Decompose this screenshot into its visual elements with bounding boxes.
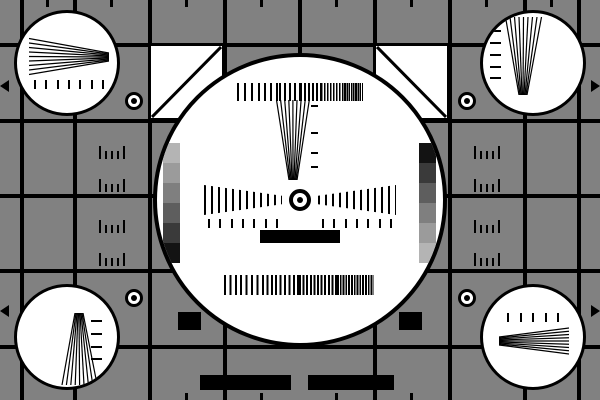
scale-tick [91,320,102,322]
scale-tick [490,77,501,79]
scale-tick [490,30,501,32]
edge-mark [335,393,338,400]
edge-mark [335,0,338,7]
resolution-wedge-vertical [61,313,98,385]
grid-line-vertical [448,0,452,400]
panel-ticks [99,220,125,233]
panel-ticks [99,253,125,266]
scale-tick [91,333,102,335]
wedge-frequency-label [311,166,321,168]
grid-line-vertical [20,0,24,400]
corner-circle-top-left [14,10,120,116]
edge-mark [185,0,188,7]
edge-mark [185,393,188,400]
wedge-frequency-label [311,132,321,134]
corner-circle-top-right [480,10,586,116]
scale-tick [490,66,501,68]
scale-ticks [208,219,278,228]
grid-line-vertical [73,0,77,400]
corner-circle-bottom-right [480,284,586,390]
grid-line-horizontal [0,345,600,349]
grid-line-vertical [577,0,581,400]
panel-ticks [99,146,125,159]
tick-dash-icon [311,132,318,134]
wedge-frequency-label [311,105,321,107]
main-circle [153,53,447,347]
scale-tick [490,42,501,44]
panel-ticks [474,179,500,192]
scale-ticks [34,80,104,89]
edge-mark [46,0,49,7]
wedge-frequency-label [311,152,321,154]
scale-tick [91,358,102,360]
black-bar-bottom-left [200,375,291,390]
scale-tick [490,54,501,56]
scale-ticks [322,219,392,228]
row-marker-triangle-left [0,305,9,317]
tick-dash-icon [311,105,318,107]
resolution-wedge-horizontal [29,37,109,76]
registration-target-icon [125,92,143,110]
row-marker-triangle-right [591,80,600,92]
panel-ticks [474,220,500,233]
resolution-wedge-vertical [275,100,310,180]
panel-ticks [99,179,125,192]
grayscale-steps-right [419,143,436,263]
row-marker-triangle-right [591,305,600,317]
resolution-wedge-right [318,185,396,215]
tick-dash-icon [311,152,318,154]
black-square-left [178,312,201,330]
diagonal-line-icon [376,46,447,118]
edge-mark [410,0,413,7]
registration-target-icon [125,289,143,307]
edge-mark [260,393,263,400]
scale-ticks [507,313,559,322]
registration-target-icon [458,289,476,307]
diagonal-line-icon [151,46,222,118]
tick-dash-icon [311,166,318,168]
edge-mark [260,0,263,7]
row-marker-triangle-left [0,80,9,92]
definition-grating-top [237,83,363,101]
panel-ticks [474,146,500,159]
resolution-wedge-horizontal [499,327,569,355]
edge-mark [110,0,113,7]
edge-mark [485,0,488,7]
grid-line-vertical [148,0,152,400]
center-target-icon [289,189,311,211]
reference-black-bar [260,230,340,243]
grayscale-steps-left [163,143,180,263]
black-square-right [399,312,422,330]
definition-grating-bottom [224,275,374,295]
black-bar-bottom-right [308,375,394,390]
grid-line-vertical [523,0,527,400]
corner-circle-bottom-left [14,284,120,390]
registration-target-icon [458,92,476,110]
scale-tick [91,346,102,348]
edge-mark [550,0,553,7]
resolution-wedge-left [204,185,282,215]
edge-mark [410,393,413,400]
resolution-wedge-vertical [504,17,543,95]
panel-ticks [474,253,500,266]
